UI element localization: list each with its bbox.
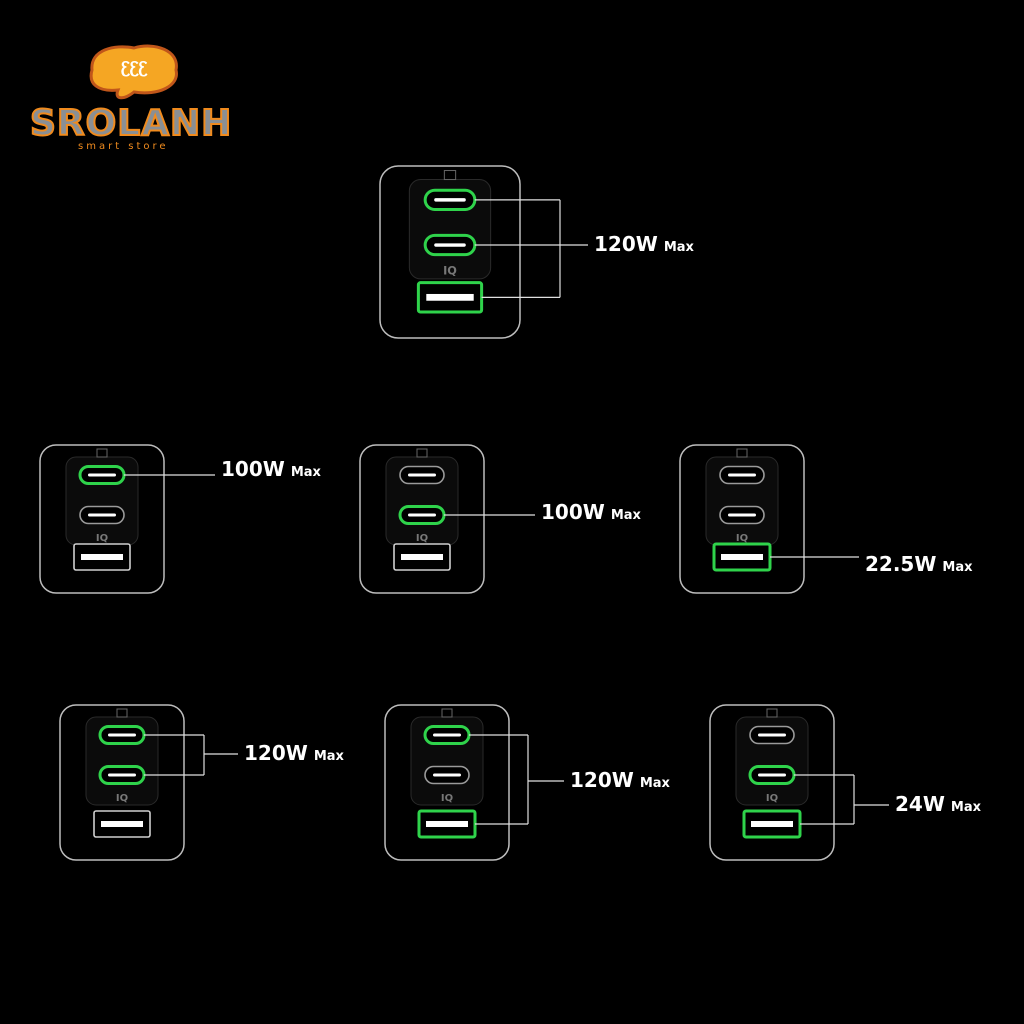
iq-marker: IQ <box>443 264 457 277</box>
usb-a-pin <box>426 821 468 827</box>
power-label: 120W Max <box>570 768 670 792</box>
charger-diagram: IQ <box>384 704 564 861</box>
power-label: 100W Max <box>221 457 321 481</box>
indicator-icon <box>736 448 748 458</box>
usb-a-pin <box>721 554 763 560</box>
iq-marker: IQ <box>116 793 128 804</box>
usb-c-2-pin <box>108 773 136 777</box>
brand-logo: ᦷᦷᦷ SROLANH smart store <box>26 38 246 158</box>
power-max: Max <box>950 800 982 815</box>
power-watts: 22.5W <box>865 552 937 576</box>
indicator-icon <box>441 708 453 718</box>
power-watts: 120W <box>570 768 634 792</box>
iq-marker: IQ <box>416 533 428 544</box>
iq-marker: IQ <box>96 533 108 544</box>
cartoon-face-badge-icon: ᦷᦷᦷ <box>89 44 178 100</box>
usb-c-1-pin <box>433 733 461 737</box>
usb-c-1-pin <box>728 473 756 477</box>
usb-a-pin <box>401 554 443 560</box>
usb-c-1-pin <box>758 733 786 737</box>
usb-a-pin <box>426 293 474 301</box>
charger-diagram: IQ <box>359 444 535 594</box>
power-max: Max <box>610 508 641 523</box>
indicator-icon <box>766 708 778 718</box>
power-max: Max <box>313 749 344 764</box>
power-watts: 100W <box>541 500 605 524</box>
iq-marker: IQ <box>736 533 748 544</box>
indicator-icon <box>416 448 428 458</box>
usb-a-pin <box>81 554 123 560</box>
iq-marker: IQ <box>441 793 453 804</box>
power-max: Max <box>942 560 973 575</box>
usb-c-2-pin <box>758 773 786 777</box>
indicator-icon <box>116 708 128 718</box>
power-max: Max <box>663 240 694 255</box>
charger-diagram: IQ <box>59 704 238 861</box>
charger-diagram: IQ <box>379 165 588 339</box>
usb-c-1-pin <box>108 733 136 737</box>
charger-diagram: IQ <box>709 704 889 861</box>
power-label: 22.5W Max <box>865 552 973 576</box>
charger-diagram: IQ <box>39 444 215 594</box>
iq-marker: IQ <box>766 793 778 804</box>
brand-name: SROLANH <box>29 103 233 145</box>
usb-c-1-pin <box>88 473 116 477</box>
usb-c-2-pin <box>88 513 116 517</box>
power-label: 120W Max <box>594 232 694 256</box>
power-watts: 120W <box>244 741 308 765</box>
power-watts: 100W <box>221 457 285 481</box>
power-watts: 120W <box>594 232 658 256</box>
usb-c-2-pin <box>408 513 436 517</box>
power-watts: 24W <box>895 792 945 816</box>
usb-c-2-pin <box>434 243 466 247</box>
power-label: 100W Max <box>541 500 641 524</box>
usb-c-1-pin <box>434 198 466 202</box>
brand-tagline: smart store <box>78 141 169 152</box>
indicator-icon <box>96 448 108 458</box>
usb-a-pin <box>101 821 143 827</box>
indicator-icon <box>443 170 457 181</box>
charger-diagram: IQ <box>679 444 859 594</box>
usb-c-2-pin <box>728 513 756 517</box>
svg-text:ᦷᦷᦷ: ᦷᦷᦷ <box>121 57 148 81</box>
power-label: 120W Max <box>244 741 344 765</box>
usb-c-2-pin <box>433 773 461 777</box>
power-max: Max <box>639 776 670 791</box>
usb-a-pin <box>751 821 793 827</box>
power-label: 24W Max <box>895 792 981 816</box>
power-max: Max <box>290 465 321 480</box>
usb-c-1-pin <box>408 473 436 477</box>
